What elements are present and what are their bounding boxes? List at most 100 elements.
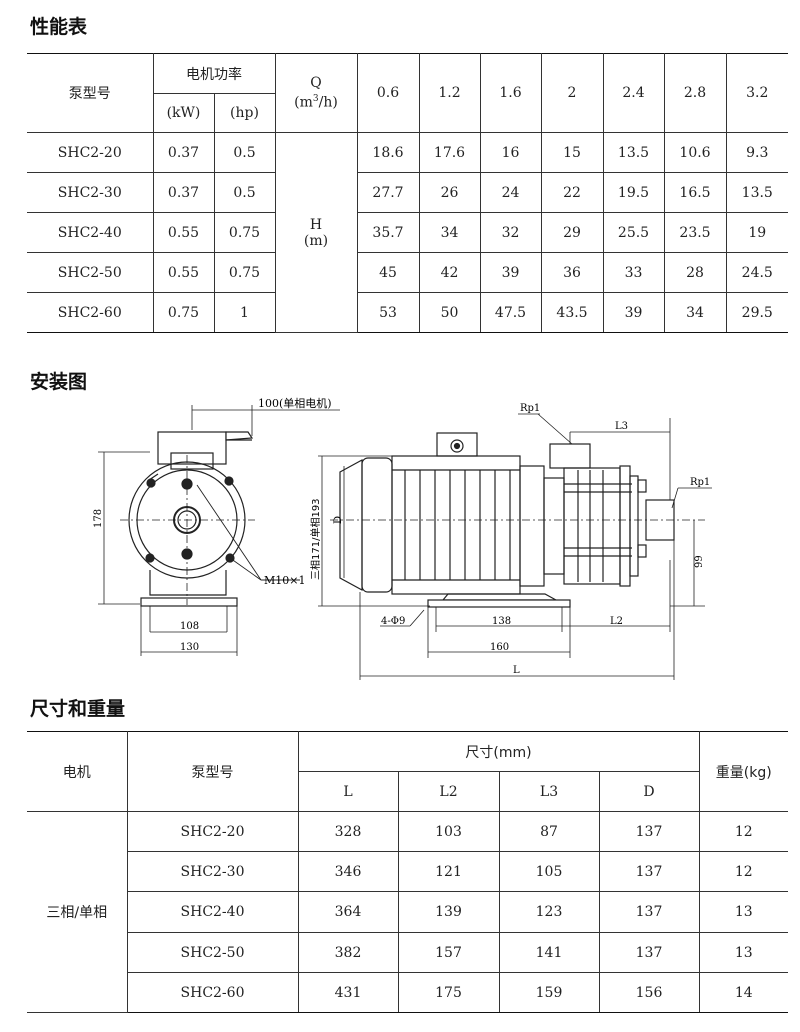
kw-cell: 0.37 [152,132,215,173]
table-row: SHC2-30 0.37 0.5 27.7 26 24 22 19.5 16.5… [27,172,788,213]
header-head-h: H(m) [274,132,358,333]
pump-model-cell: SHC2-40 [27,212,154,253]
flow-value: 1.2 [418,53,481,133]
dim-cell: 157 [397,932,500,973]
d-label: D [333,516,344,524]
dim-cell: 121 [397,851,500,892]
header-hp: (hp) [213,93,275,133]
motor-type-cell: 三相/单相 [27,811,128,1013]
table-row: 三相/单相 SHC2-20 328 103 87 137 12 [27,811,788,1013]
section-title-performance: 性能表 [30,16,88,38]
table-row: SHC2-30 346 121 105 137 12 [27,851,788,892]
weight-cell: 12 [698,851,788,892]
table-row: SHC2-40 0.55 0.75 35.7 34 32 29 25.5 23.… [27,212,788,253]
weight-cell: 13 [698,932,788,973]
table-row: SHC2-40 364 139 123 137 13 [27,891,788,933]
header-pump-model: 泵型号 [126,731,299,812]
pump-model-cell: SHC2-30 [127,851,299,892]
pump-front-view [120,431,300,607]
header-weight: 重量(kg) [698,731,788,812]
table-row: SHC2-50 0.55 0.75 45 42 39 36 33 28 24.5 [27,252,788,293]
kw-cell: 0.37 [152,172,215,213]
table-row: SHC2-50 382 157 141 137 13 [27,932,788,973]
head-cell: 16 [479,132,542,173]
dim-178-label: 178 [93,509,104,528]
performance-table: 泵型号 电机功率 Q (m3/h) 0.6 1.2 1.6 2 2.4 2.8 … [27,53,788,333]
flow-value: 1.6 [479,53,542,133]
hp-cell: 0.75 [213,252,276,293]
header-size: 尺寸(mm) [297,731,700,772]
head-cell: 25.5 [602,212,665,253]
dim-cell: 346 [297,851,399,892]
kw-cell: 0.55 [152,212,215,253]
head-cell: 28 [663,252,727,293]
pump-model-cell: SHC2-20 [126,811,299,852]
head-cell: 23.5 [663,212,727,253]
dim-cell: 105 [498,851,600,892]
section-title-dimensions: 尺寸和重量 [30,698,126,720]
flow-value: 2 [540,53,604,133]
table-row: SHC2-60 0.75 1 53 50 47.5 43.5 39 34 29.… [27,292,788,333]
head-cell: 19 [725,212,788,253]
head-cell: 47.5 [479,292,542,333]
side-dimensions [318,413,712,680]
kw-cell: 0.75 [152,292,215,333]
header-kw: (kW) [153,93,215,133]
head-cell: 16.5 [663,172,727,213]
hp-cell: 1 [213,292,276,333]
kw-cell: 0.55 [152,252,215,293]
dim-108-label: 108 [180,621,199,632]
table-row: SHC2-20 0.37 0.5 H(m) 18.6 17.6 16 15 13… [27,132,788,333]
rp1-top-label: Rp1 [520,403,540,414]
rp1-side-label: Rp1 [690,477,710,488]
weight-cell: 13 [698,891,788,933]
l2-label: L2 [610,616,623,627]
pump-model-cell: SHC2-50 [127,932,299,973]
pump-model-cell: SHC2-30 [27,172,154,213]
header-l2: L2 [397,771,500,812]
height-label: 三相171/单相193 [309,498,322,580]
pump-model-cell: SHC2-20 [27,132,154,173]
head-cell: 24.5 [725,252,788,293]
dim-cell: 141 [498,932,600,973]
dim-cell: 137 [598,811,700,852]
head-cell: 13.5 [602,132,665,173]
head-cell: 26 [418,172,481,213]
hp-cell: 0.75 [213,212,276,253]
pump-side-view [330,432,705,608]
head-cell: 34 [418,212,481,253]
dimensions-table: 电机 泵型号 尺寸(mm) 重量(kg) L L2 L3 D 三相/单相 SHC… [27,731,788,1013]
holes-label: 4-Φ9 [381,616,405,627]
dim-cell: 175 [397,972,500,1013]
dim-cell: 103 [397,811,500,852]
head-cell: 22 [540,172,604,213]
hp-cell: 0.5 [213,172,276,213]
head-cell: 32 [479,212,542,253]
head-cell: 9.3 [725,132,788,173]
head-cell: 43.5 [540,292,604,333]
head-cell: 10.6 [663,132,727,173]
header-l: L [298,771,399,812]
header-motor-power: 电机功率 [152,53,276,94]
head-cell: 18.6 [356,132,420,173]
header-motor: 电机 [27,731,128,812]
dim-cell: 137 [598,851,700,892]
dim-cell: 431 [297,972,399,1013]
table-row: SHC2-60 431 175 159 156 14 [27,972,788,1013]
pump-model-cell: SHC2-40 [127,891,299,933]
section-title-installation: 安装图 [30,371,88,393]
dim-138-label: 138 [492,616,511,627]
dim-cell: 123 [498,891,600,933]
dim-cell: 382 [297,932,399,973]
flow-value: 3.2 [725,53,788,133]
head-cell: 53 [356,292,420,333]
dim-cell: 137 [598,891,700,933]
l-label: L [513,665,520,676]
header-l3: L3 [498,771,600,812]
head-cell: 19.5 [602,172,665,213]
head-cell: 27.7 [356,172,420,213]
installation-drawing: 100(单相电机) 178 M10×1 108 130 Rp1 L3 Rp1 D… [93,396,712,680]
m10-label: M10×1 [264,574,305,587]
head-cell: 33 [602,252,665,293]
l3-label: L3 [615,421,628,432]
